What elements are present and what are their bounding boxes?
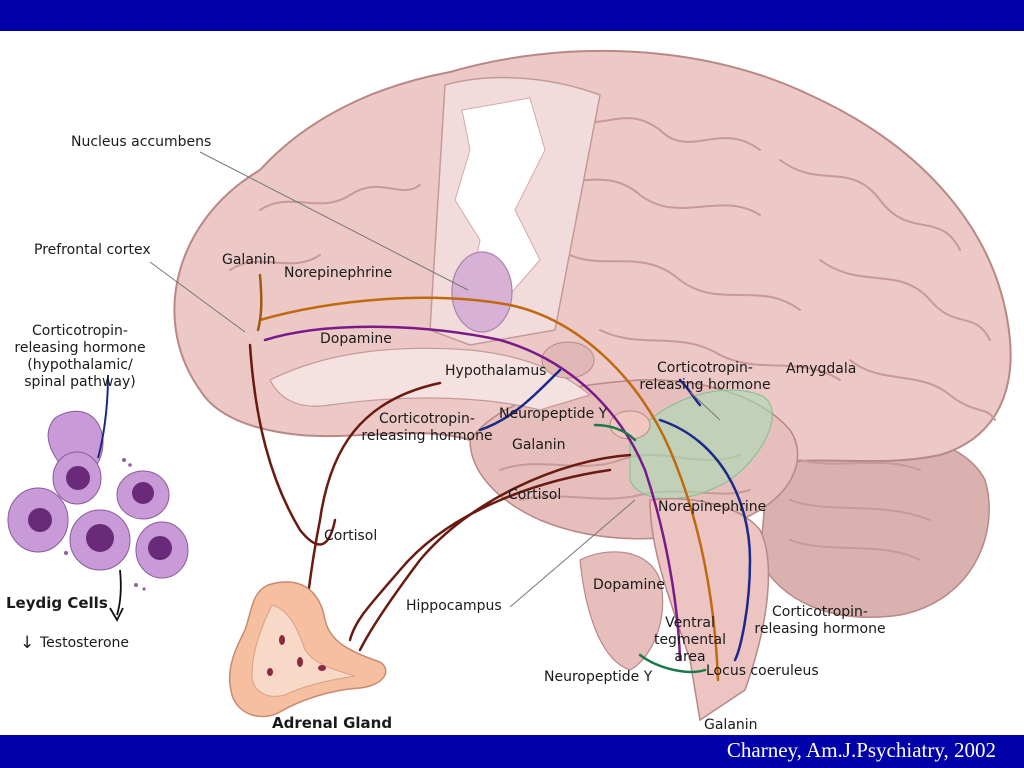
nucleus-accumbens-shape — [451, 251, 513, 333]
hypothalamus-shape — [541, 341, 595, 379]
label-ventral-tegmental-area: Ventral tegmental area — [653, 615, 727, 665]
label-norepinephrine-brainstem: Norepinephrine — [658, 499, 767, 515]
norepinephrine-pathway — [258, 296, 720, 682]
label-leydig-cells: Leydig Cells — [6, 594, 108, 612]
label-amygdala: Amygdala — [786, 361, 857, 377]
crh-pathway-hypothalamus — [478, 368, 562, 432]
brain-diagram — [7, 50, 1012, 722]
leydig-output-arrow — [116, 569, 122, 616]
crh-to-leydig-line — [97, 374, 109, 459]
medial-surface — [269, 347, 592, 411]
label-norepinephrine-cortex: Norepinephrine — [284, 265, 393, 281]
label-dopamine-brainstem: Dopamine — [593, 577, 665, 593]
label-galanin-brainstem: Galanin — [704, 717, 758, 733]
label-dopamine-cortex: Dopamine — [320, 331, 392, 347]
label-hippocampus: Hippocampus — [406, 598, 502, 614]
label-neuropeptide-y-brainstem: Neuropeptide Y — [544, 669, 653, 685]
cortisol-pathway-adrenal — [358, 453, 632, 652]
cortisol-pathway-prefrontal — [248, 343, 337, 546]
leader-nucleus-accumbens — [199, 151, 469, 291]
brainstem-lower — [579, 551, 664, 671]
label-adrenal-gland: Adrenal Gland — [272, 714, 393, 732]
cortisol-pathway-hippocampus — [348, 468, 612, 642]
leydig-output-arrowhead — [109, 607, 124, 622]
leader-prefrontal-cortex — [149, 261, 246, 333]
label-galanin-cortex: Galanin — [222, 252, 276, 268]
label-prefrontal-cortex: Prefrontal cortex — [34, 242, 151, 258]
leader-amygdala — [689, 391, 721, 421]
label-testosterone: Testosterone — [40, 635, 130, 651]
label-crh-brainstem: Corticotropin- releasing hormone — [754, 604, 886, 637]
label-locus-coeruleus: Locus coeruleus — [706, 663, 819, 679]
label-galanin-amygdala: Galanin — [512, 437, 566, 453]
bottom-bar: Charney, Am.J.Psychiatry, 2002 — [0, 735, 1024, 768]
leader-hippocampus — [509, 499, 636, 608]
label-neuropeptide-y-amygdala: Neuropeptide Y — [499, 406, 608, 422]
crh-pathway-brainstem — [658, 418, 752, 662]
brainstem — [649, 498, 770, 722]
gyri-folds — [229, 109, 996, 561]
dopamine-pathway — [263, 325, 682, 662]
testosterone-down-arrow: ↓ — [20, 633, 35, 653]
label-hypothalamus: Hypothalamus — [445, 363, 547, 379]
label-crh-hypothalamus: Corticotropin- releasing hormone — [361, 411, 493, 444]
adrenal-medulla — [251, 604, 356, 697]
label-cortisol-hippocampus: Cortisol — [508, 487, 562, 503]
label-cortisol-adrenal: Cortisol — [324, 528, 378, 544]
label-nucleus-accumbens: Nucleus accumbens — [71, 134, 212, 150]
top-bar — [0, 0, 1024, 31]
adrenal-gland-shape — [228, 581, 387, 718]
label-crh-pathway: Corticotropin- releasing hormone (hypoth… — [14, 323, 146, 390]
label-crh-amygdala: Corticotropin- releasing hormone — [639, 360, 771, 393]
adrenal-vessels — [267, 635, 326, 676]
galanin-pathway — [256, 273, 263, 332]
leydig-cells-cluster — [7, 410, 189, 591]
citation-credit: Charney, Am.J.Psychiatry, 2002 — [726, 738, 996, 762]
neuropeptide-y-pathway — [638, 653, 707, 674]
neuropeptide-y-amygdala-pathway — [593, 423, 637, 442]
